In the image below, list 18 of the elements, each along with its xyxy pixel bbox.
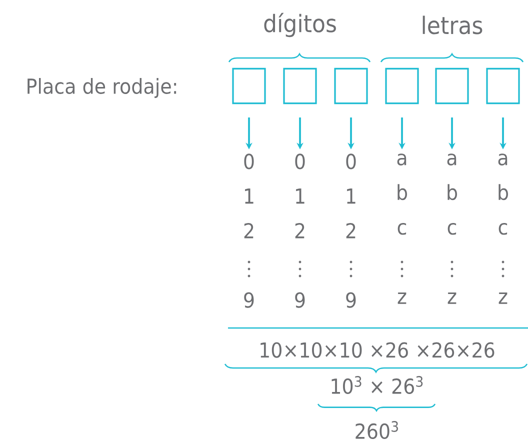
- value-column: a b c z: [498, 154, 508, 304]
- value-column: a b c z: [447, 154, 457, 304]
- group-label: dígitos: [264, 12, 336, 38]
- empty-box: [283, 68, 317, 104]
- result-formula: 260$^{3}$: [356, 421, 398, 439]
- value-column: 0 1 2 9: [295, 154, 305, 308]
- value-column: a b c z: [397, 154, 407, 304]
- empty-box: [385, 68, 419, 104]
- value-column: 0 1 2 9: [244, 154, 254, 308]
- group-label: letras: [422, 16, 482, 34]
- row-label: Placa de rodaje:: [28, 78, 176, 98]
- power-formula: 10$^{3}$ × 26$^{3}$: [332, 376, 423, 394]
- empty-box: [334, 68, 368, 104]
- empty-box: [232, 68, 266, 104]
- empty-box: [486, 68, 520, 104]
- product-formula: 10×10×10 ×26 ×26×26: [260, 342, 494, 358]
- empty-box: [435, 68, 469, 104]
- value-column: 0 1 2 9: [346, 154, 356, 308]
